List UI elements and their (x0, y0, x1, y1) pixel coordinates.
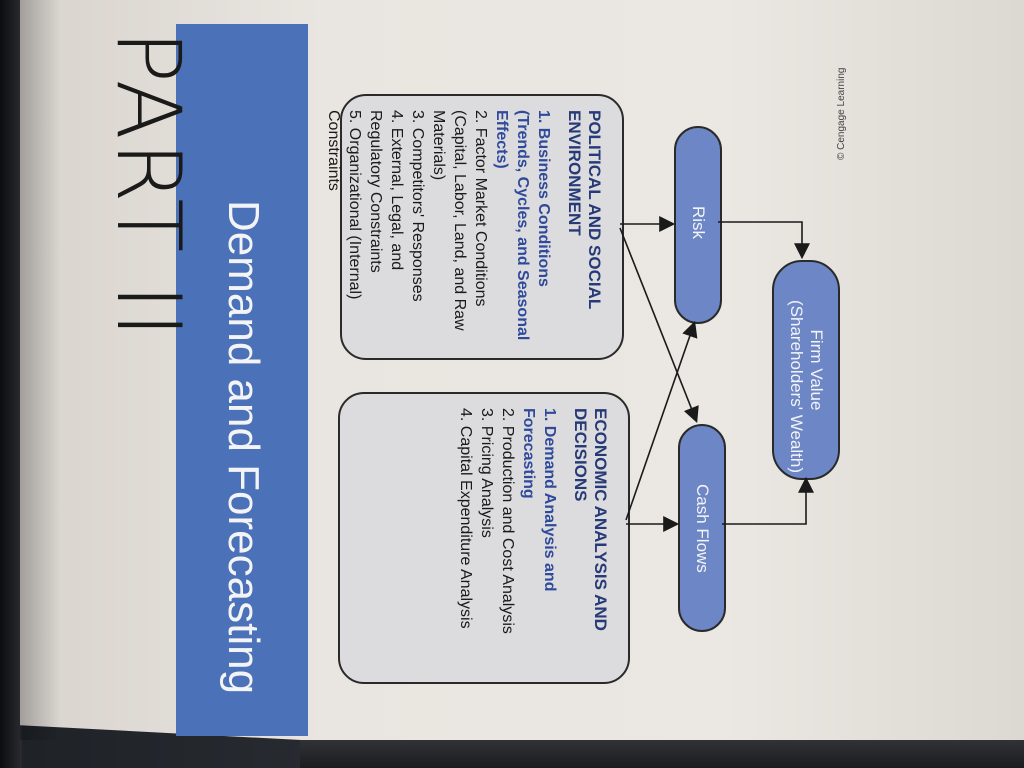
copyright-credit: © Cengage Learning (836, 67, 847, 160)
title-band (176, 24, 308, 736)
arrow-cashflows-to-firmvalue (722, 476, 814, 525)
arrow-risk-to-firmvalue (718, 221, 810, 260)
page-gutter-shadow (20, 0, 60, 740)
political-social-box (340, 94, 624, 360)
arrow-economic-to-risk (625, 320, 698, 521)
economic-analysis-box (338, 392, 630, 684)
arrow-political-to-cashflows (619, 227, 699, 423)
photo-left-edge (0, 0, 22, 768)
